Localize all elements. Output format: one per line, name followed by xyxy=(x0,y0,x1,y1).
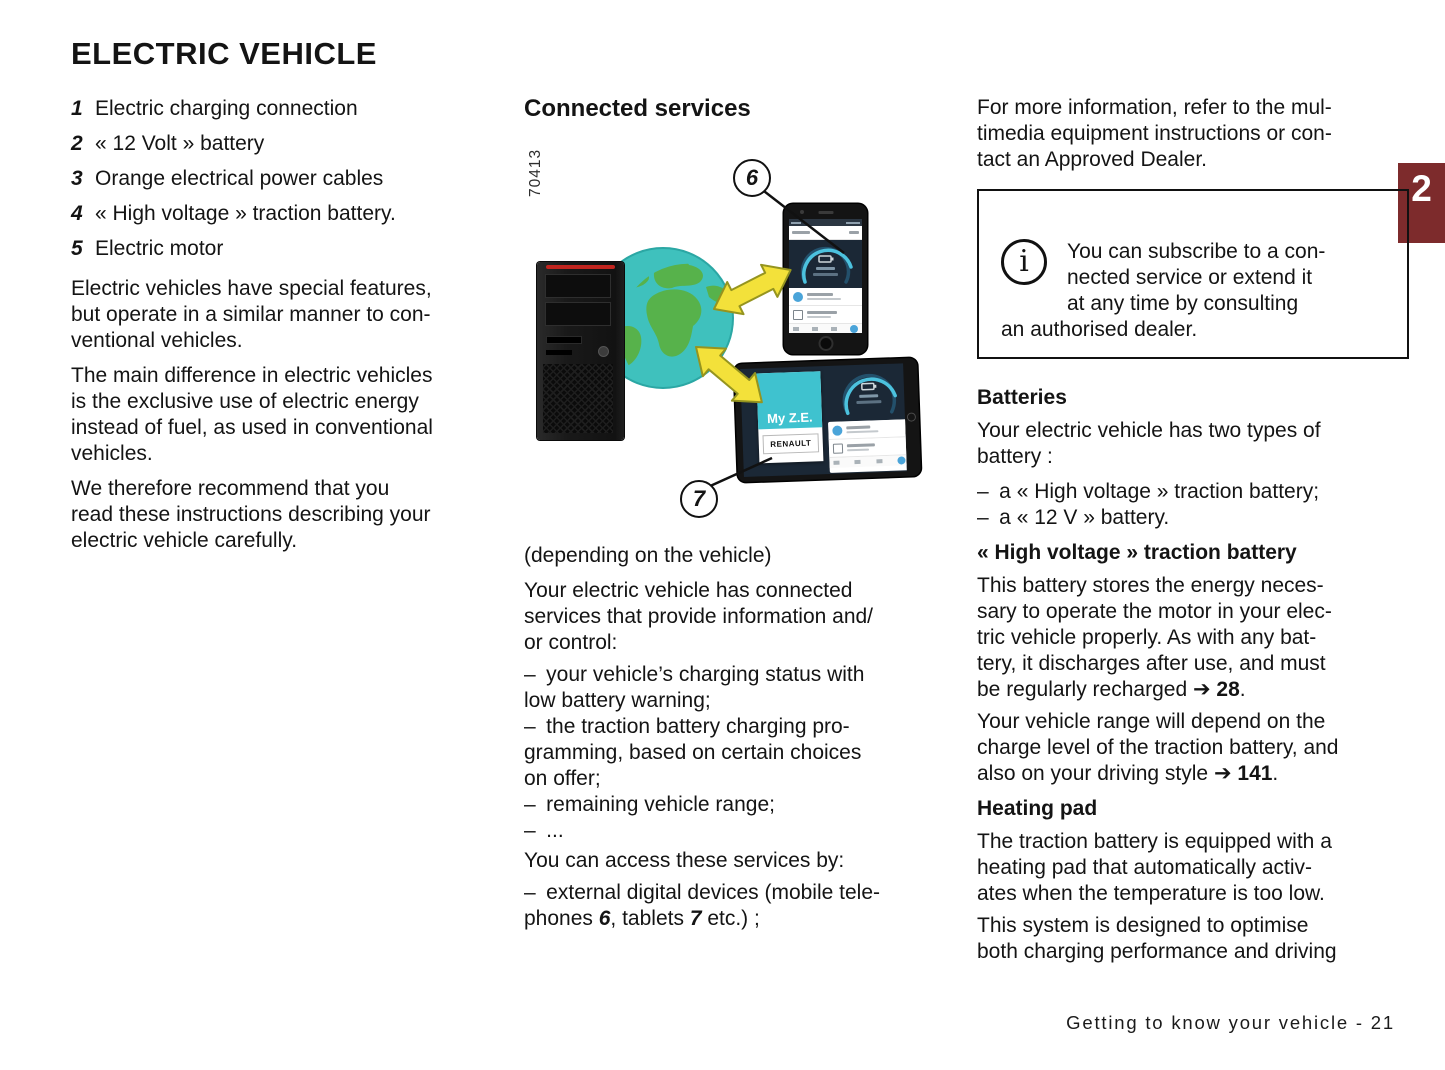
intro-paragraph-2: The main difference in electric vehicles… xyxy=(71,364,433,465)
smartphone-illustration xyxy=(784,204,867,354)
connected-services-heading: Connected services xyxy=(524,95,751,122)
external-devices-bullet: – external digital devices (mobile tele-… xyxy=(524,881,881,930)
phone-ref-number: 6 xyxy=(598,907,611,930)
connected-services-bullets: – your vehicle’s charging status with lo… xyxy=(524,663,865,842)
key-number: 3 xyxy=(71,167,83,190)
batteries-heading: Batteries xyxy=(977,386,1067,409)
comfort-icon xyxy=(793,291,803,302)
key-text: Electric charging connection xyxy=(95,97,358,120)
callout-7: 7 xyxy=(680,480,718,518)
key-number: 4 xyxy=(71,202,83,225)
batteries-list: – a « High voltage » traction battery; –… xyxy=(977,480,1320,529)
key-item-4: 4 « High voltage » traction battery. xyxy=(71,201,518,227)
page-reference-28: ➔ 28 xyxy=(1192,678,1240,701)
tablet-screen: My Z.E. RENAULT xyxy=(740,363,907,477)
phone-app-header xyxy=(789,226,862,240)
phone-speaker xyxy=(818,211,833,214)
access-services-paragraph: You can access these services by: xyxy=(524,849,845,872)
fab-icon xyxy=(850,325,858,333)
chapter-number: 2 xyxy=(1411,168,1432,209)
page-footer: Getting to know your vehicle - 21 xyxy=(1066,1012,1395,1033)
key-text: « High voltage » traction battery. xyxy=(95,202,396,225)
phone-camera xyxy=(800,210,804,214)
right-column: For more information, refer to the mul- … xyxy=(977,95,1409,974)
phone-home-button xyxy=(818,336,833,351)
charge-planner-icon xyxy=(793,309,803,320)
key-item-1: 1 Electric charging connection xyxy=(71,96,518,122)
tower-power-button xyxy=(598,346,609,357)
key-text: Orange electrical power cables xyxy=(95,167,384,190)
tablet-home-button xyxy=(906,412,916,422)
key-list: 1 Electric charging connection 2 « 12 Volt… xyxy=(71,96,518,262)
figure-number: 70413 xyxy=(527,148,544,197)
hv-battery-paragraph: This battery stores the energy neces- sa… xyxy=(977,574,1332,701)
hv-battery-heading: « High voltage » traction battery xyxy=(977,541,1297,564)
heating-pad-heading: Heating pad xyxy=(977,797,1098,820)
figure-caption: (depending on the vehicle) xyxy=(524,544,772,567)
tablet-ref-number: 7 xyxy=(689,907,702,930)
callout-6: 6 xyxy=(733,159,771,197)
myze-app-card: My Z.E. RENAULT xyxy=(756,371,824,464)
left-column: 1 Electric charging connection 2 « 12 Volt… xyxy=(71,96,518,563)
key-item-5: 5 Electric motor xyxy=(71,236,518,262)
tablet-illustration: My Z.E. RENAULT xyxy=(733,357,922,483)
tower-buttons xyxy=(546,336,582,344)
myze-app-title: My Z.E. xyxy=(756,371,823,430)
tower-red-stripe xyxy=(546,265,615,269)
phone-screen xyxy=(789,219,862,333)
page-reference-141: ➔ 141 xyxy=(1213,762,1273,785)
middle-column: Connected services 70413 xyxy=(524,95,961,941)
tower-usb-ports xyxy=(546,350,572,355)
connected-services-figure: 70413 xyxy=(524,131,961,543)
key-text: « 12 Volt » battery xyxy=(95,132,265,155)
tablet-list-panel xyxy=(828,419,907,473)
key-number: 1 xyxy=(71,97,83,120)
charge-planner-icon xyxy=(832,442,844,454)
page-title: ELECTRIC VEHICLE xyxy=(71,36,377,71)
phone-list-row-charge xyxy=(789,306,862,324)
phone-nav-bar xyxy=(789,324,862,333)
range-paragraph: Your vehicle range will depend on the ch… xyxy=(977,710,1339,785)
computer-tower-illustration xyxy=(537,262,624,440)
phone-status-bar xyxy=(789,219,862,226)
connected-services-paragraph: Your electric vehicle has connected serv… xyxy=(524,579,874,654)
key-item-2: 2 « 12 Volt » battery xyxy=(71,131,518,157)
tower-drive-bay xyxy=(545,302,611,326)
info-icon: i xyxy=(1001,239,1067,315)
tower-mesh-grille xyxy=(543,364,613,433)
more-info-paragraph: For more information, refer to the mul- … xyxy=(977,96,1332,171)
fab-icon xyxy=(897,456,906,465)
key-item-3: 3 Orange electrical power cables xyxy=(71,166,518,192)
info-box-text: You can subscribe to a con- nected servi… xyxy=(1001,240,1326,341)
phone-charge-gauge xyxy=(789,240,862,288)
key-text: Electric motor xyxy=(95,237,224,260)
comfort-icon xyxy=(832,424,843,436)
key-number: 5 xyxy=(71,237,83,260)
key-number: 2 xyxy=(71,132,83,155)
tower-drive-bay xyxy=(545,274,611,298)
batteries-intro: Your electric vehicle has two types of b… xyxy=(977,419,1321,468)
intro-paragraph-1: Electric vehicles have special features,… xyxy=(71,277,432,352)
intro-paragraph-3: We therefore recommend that you read the… xyxy=(71,477,431,552)
renault-logo: RENAULT xyxy=(762,433,820,455)
chapter-tab: 2 xyxy=(1398,163,1445,243)
heating-pad-paragraph-2: This system is designed to optimise both… xyxy=(977,914,1337,963)
tablet-nav-bar xyxy=(829,455,907,468)
tablet-charge-gauge xyxy=(828,365,907,420)
phone-list-row-comfort xyxy=(789,288,862,306)
heating-pad-paragraph-1: The traction battery is equipped with a … xyxy=(977,830,1332,905)
